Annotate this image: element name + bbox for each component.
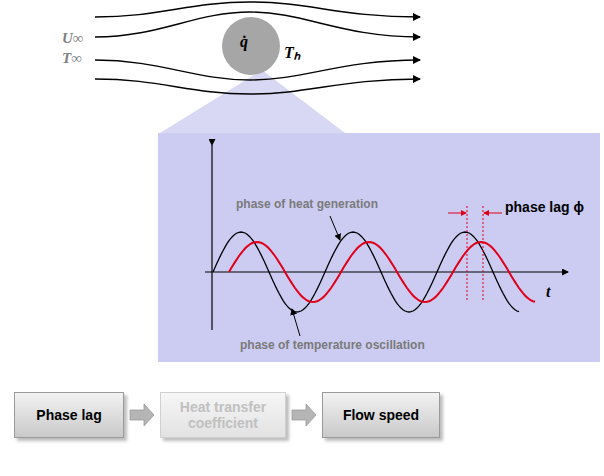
plot-panel bbox=[158, 133, 600, 362]
process-box: Heat transfer coefficient bbox=[160, 392, 286, 438]
lag-marker bbox=[483, 206, 484, 300]
t-axis bbox=[205, 271, 568, 272]
process-box: Flow speed bbox=[322, 392, 440, 438]
block-arrow bbox=[130, 404, 154, 426]
heat-generation-symbol: q̇ bbox=[240, 33, 248, 51]
streamlines bbox=[95, 2, 420, 94]
box-text: Heat transfer coefficient bbox=[169, 399, 277, 431]
surface-temperature-label: Tₕ bbox=[284, 44, 300, 62]
box-text: Flow speed bbox=[343, 407, 419, 423]
temperature-label: T∞ bbox=[62, 50, 82, 67]
block-arrow bbox=[292, 404, 316, 426]
heated-cylinder bbox=[222, 17, 280, 75]
axis-label: t bbox=[546, 283, 550, 301]
lag-arrow bbox=[448, 213, 466, 214]
lag-arrow bbox=[484, 213, 502, 214]
y-axis bbox=[211, 145, 212, 330]
pointer bbox=[292, 309, 300, 336]
temperature-wave bbox=[229, 242, 535, 302]
phase-lag-label: phase lag ϕ bbox=[505, 200, 584, 215]
velocity-label: U∞ bbox=[62, 30, 84, 47]
curve-label: phase of temperature oscillation bbox=[240, 339, 425, 352]
lag-marker bbox=[467, 206, 468, 300]
box-text: Phase lag bbox=[36, 407, 101, 423]
process-box: Phase lag bbox=[14, 392, 124, 438]
curve-label: phase of heat generation bbox=[236, 198, 378, 211]
pointer bbox=[330, 216, 340, 240]
